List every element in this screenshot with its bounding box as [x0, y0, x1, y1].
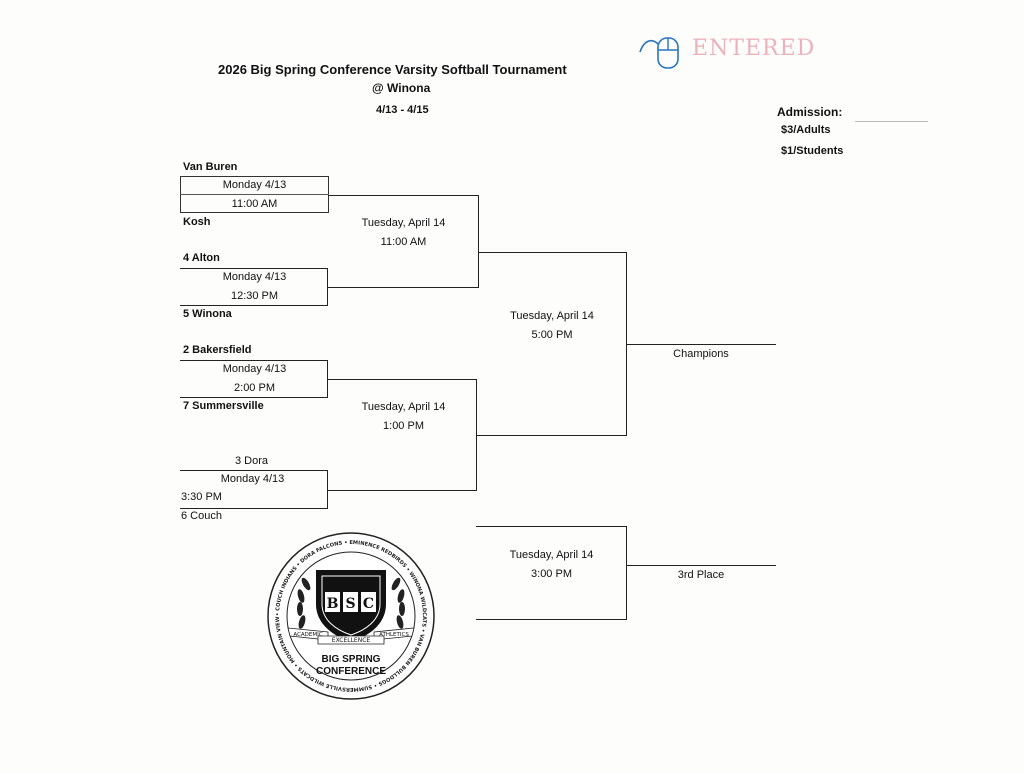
bracket-line [328, 287, 479, 288]
bracket-line [328, 195, 479, 196]
bracket-line [476, 526, 627, 527]
team-summersville: 7 Summersville [183, 400, 264, 412]
game-time: 3:30 PM [181, 491, 222, 503]
admission-adults: $3/Adults [781, 124, 831, 136]
bracket-line [180, 470, 328, 471]
team-winona: 5 Winona [183, 308, 232, 320]
final-date: Tuesday, April 14 [510, 310, 594, 322]
game-time: 11:00 AM [231, 198, 278, 210]
bracket-line [626, 344, 776, 345]
logo-name-line2: CONFERENCE [316, 666, 386, 677]
banner-left: ACADEMIC [293, 632, 322, 638]
conference-seal: • COUCH INDIANS • DORA FALCONS • EMINENC… [263, 528, 435, 700]
champions-label: Champions [673, 348, 729, 360]
game-time: 2:00 PM [234, 382, 275, 394]
bracket-line [626, 565, 776, 566]
bracket-line [327, 268, 328, 306]
bracket-line [328, 490, 477, 491]
bracket-line [180, 360, 328, 361]
admission-students: $1/Students [781, 145, 844, 157]
team-bakersfield: 2 Bakersfield [183, 344, 252, 356]
final-time: 5:00 PM [531, 329, 573, 341]
third-place-date: Tuesday, April 14 [509, 549, 594, 561]
team-kosh: Kosh [183, 216, 211, 228]
semifinal-time: 11:00 AM [380, 236, 427, 248]
bracket-line [180, 397, 328, 398]
conference-logo: • COUCH INDIANS • DORA FALCONS • EMINENC… [263, 528, 436, 700]
tournament-title: 2026 Big Spring Conference Varsity Softb… [218, 62, 567, 77]
semifinal-date: Tuesday, April 14 [361, 217, 446, 229]
bracket-line [478, 252, 627, 253]
game-date: Monday 4/13 [222, 363, 287, 375]
bracket-line [476, 435, 627, 436]
bracket-line [626, 526, 627, 620]
shield-letter: S [345, 596, 355, 612]
laurel-icon [297, 577, 405, 629]
admission-underline [855, 121, 928, 122]
divider [180, 194, 329, 195]
bracket-line [327, 360, 328, 398]
mouse-icon [639, 37, 679, 69]
third-place-time: 3:00 PM [531, 568, 572, 580]
entered-stamp [636, 30, 680, 77]
team-alton: 4 Alton [183, 252, 220, 264]
bracket-line [478, 195, 479, 288]
team-couch: 6 Couch [181, 510, 222, 522]
bracket-line [180, 268, 328, 269]
game-date: Monday 4/13 [222, 271, 287, 283]
banner-center: EXCELLENCE [332, 637, 371, 644]
team-dora: 3 Dora [234, 455, 269, 467]
entered-stamp-text: ENTERED [692, 36, 816, 61]
semifinal-time: 1:00 PM [383, 420, 424, 432]
game-date: Monday 4/13 [220, 473, 285, 485]
bracket-line [180, 305, 328, 306]
semifinal-date: Tuesday, April 14 [361, 401, 446, 413]
admission-label: Admission: [777, 105, 843, 119]
bracket-line [180, 508, 328, 509]
game-time: 12:30 PM [230, 290, 279, 302]
banner-right: ATHLETICS [379, 632, 409, 638]
game-date: Monday 4/13 [222, 179, 287, 191]
bracket-line [328, 379, 477, 380]
third-place-label: 3rd Place [677, 569, 725, 581]
team-van-buren: Van Buren [183, 161, 238, 173]
bracket-line [476, 619, 627, 620]
logo-name-line1: BIG SPRING [322, 654, 381, 665]
shield-letter: C [363, 596, 374, 612]
tournament-dates: 4/13 - 4/15 [376, 104, 429, 116]
bracket-line [327, 470, 328, 509]
shield-letter: B [327, 596, 339, 612]
tournament-location: @ Winona [372, 81, 431, 95]
